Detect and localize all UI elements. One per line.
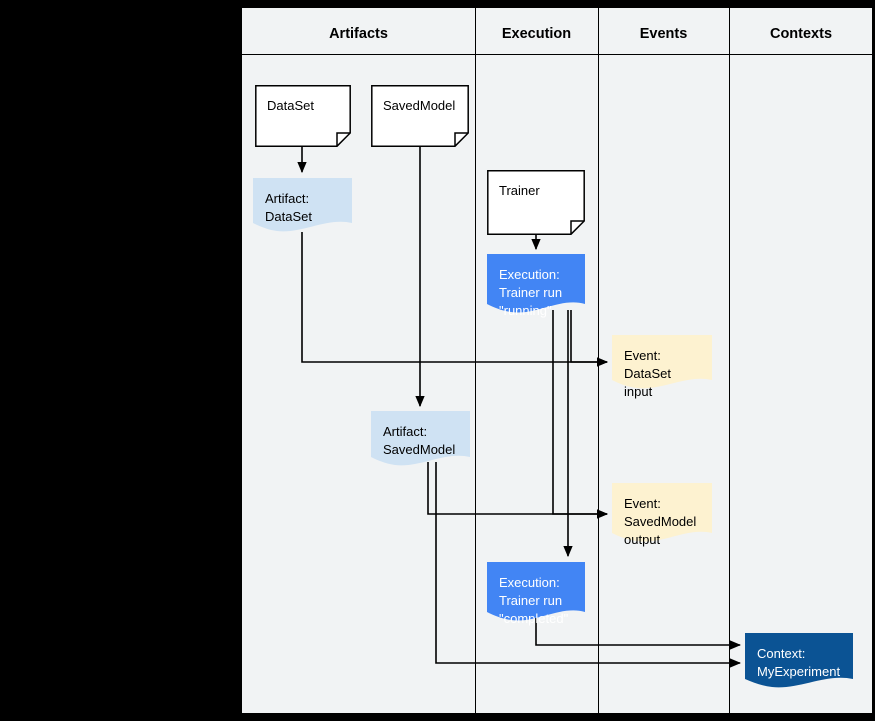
- edge-artifact-dataset-to-event-input: [301, 232, 609, 367]
- document-shape: [371, 411, 470, 466]
- edge-exec-running-to-event-input: [570, 310, 609, 367]
- node-trainer-label: Trainer: [499, 183, 540, 198]
- node-savedmodel-label: SavedModel: [383, 98, 456, 113]
- node-artifact-dataset-label: Artifact: DataSet: [265, 191, 312, 224]
- edge-exec-completed-to-context: [535, 618, 742, 650]
- node-artifact-savedmodel-label: Artifact: SavedModel: [383, 424, 456, 457]
- document-shape: [612, 335, 712, 389]
- edge-artifact-savedmodel-to-event-output: [427, 462, 609, 519]
- document-shape: [745, 633, 853, 688]
- lane-divider-3: [729, 8, 730, 713]
- lane-title-events: Events: [639, 26, 688, 42]
- node-context-myexperiment[interactable]: Context: MyExperiment: [745, 633, 853, 690]
- node-context-myexperiment-label: Context: MyExperiment: [757, 646, 841, 679]
- node-execution-running[interactable]: Execution: Trainer run "running": [487, 254, 585, 318]
- lane-title-execution: Execution: [501, 26, 572, 42]
- document-shape: [612, 483, 712, 542]
- note-shape: [371, 85, 469, 147]
- node-execution-completed[interactable]: Execution: Trainer run "completed": [487, 562, 585, 626]
- document-shape: [487, 254, 585, 313]
- lane-title-contexts: Contexts: [769, 26, 833, 42]
- node-dataset-label: DataSet: [267, 98, 314, 113]
- note-shape: [487, 170, 585, 235]
- document-shape: [253, 178, 352, 232]
- note-shape: [255, 85, 351, 147]
- node-trainer[interactable]: Trainer: [487, 170, 585, 235]
- node-event-savedmodel-output-label: Event: SavedModel output: [624, 496, 697, 547]
- edge-artifact-savedmodel-to-context: [435, 462, 742, 668]
- lane-header-rule: [242, 54, 872, 55]
- edge-exec-running-to-event-output: [552, 310, 609, 519]
- node-execution-running-label: Execution: Trainer run "running": [499, 267, 563, 318]
- node-execution-completed-label: Execution: Trainer run "completed": [499, 575, 569, 626]
- node-dataset[interactable]: DataSet: [255, 85, 351, 147]
- node-artifact-savedmodel[interactable]: Artifact: SavedModel: [371, 411, 470, 468]
- node-event-savedmodel-output[interactable]: Event: SavedModel output: [612, 483, 712, 547]
- node-savedmodel[interactable]: SavedModel: [371, 85, 469, 147]
- node-event-dataset-input-label: Event: DataSet input: [624, 348, 671, 399]
- node-event-dataset-input[interactable]: Event: DataSet input: [612, 335, 712, 399]
- node-artifact-dataset[interactable]: Artifact: DataSet: [253, 178, 352, 234]
- document-shape: [487, 562, 585, 621]
- lane-divider-1: [475, 8, 476, 713]
- lane-title-artifacts: Artifacts: [329, 26, 388, 42]
